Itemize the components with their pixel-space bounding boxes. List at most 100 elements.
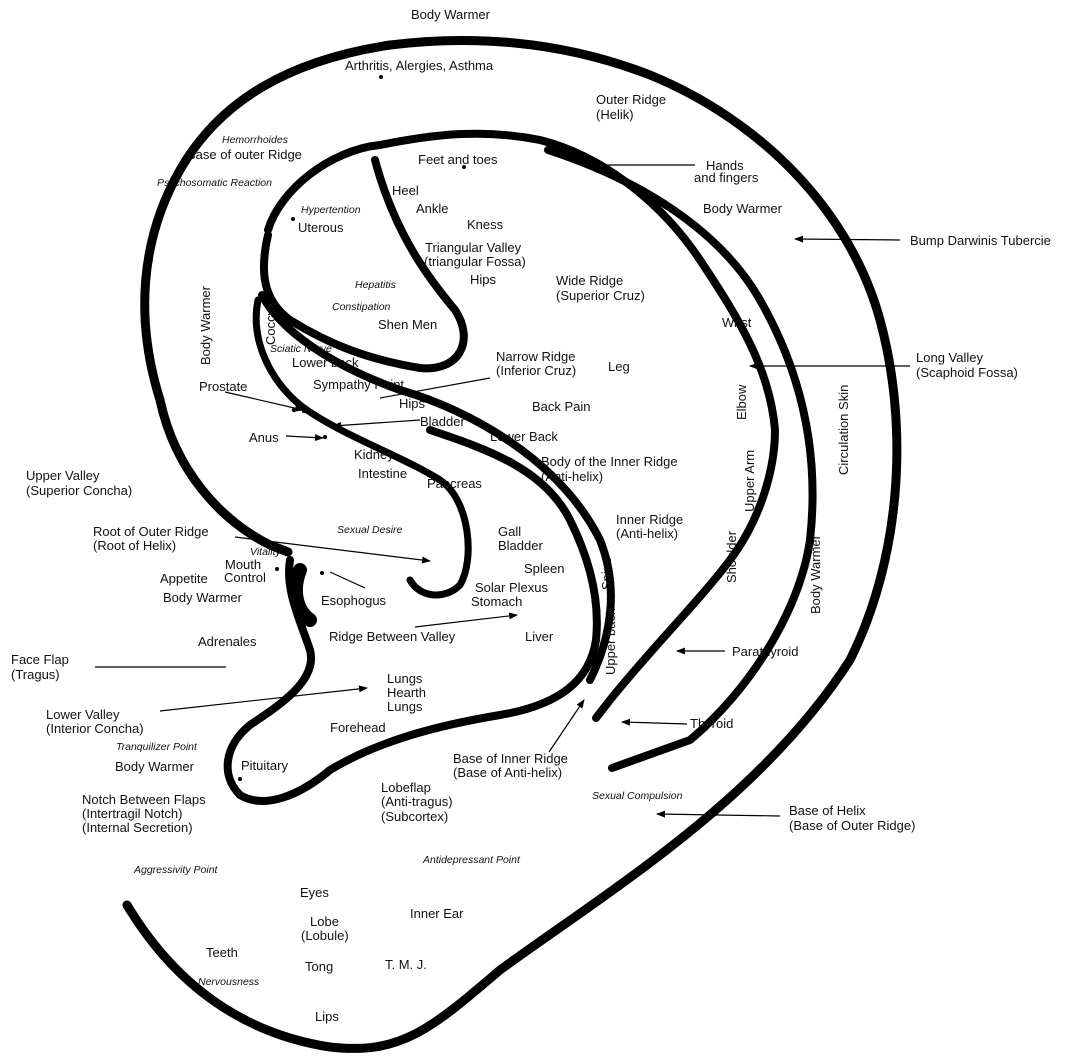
- label-spleen: Spleen: [524, 561, 564, 576]
- label-aggressivity: Aggressivity Point: [133, 864, 219, 876]
- label-triangular-valley: Triangular Valley: [425, 240, 522, 255]
- label-notch: Notch Between Flaps: [82, 792, 206, 807]
- label-lobeflap: Lobeflap: [381, 780, 431, 795]
- label-feet-toes: Feet and toes: [418, 152, 498, 167]
- label-tmj: T. M. J.: [385, 957, 427, 972]
- label-inner-ear: Inner Ear: [410, 906, 464, 921]
- antitragus-stroke: [296, 570, 310, 620]
- label-body-warmer-vertical-right: Body Warmer: [808, 534, 823, 614]
- label-eyes: Eyes: [300, 885, 329, 900]
- label-outer-ridge-sub: (Helik): [596, 107, 634, 122]
- label-esophogus: Esophogus: [321, 593, 387, 608]
- label-spine: Spine: [599, 557, 614, 590]
- label-tong: Tong: [305, 959, 333, 974]
- label-lobeflap-sub2: (Subcortex): [381, 809, 448, 824]
- label-inner-ridge-sub: (Anti-helix): [616, 526, 678, 541]
- label-upper-valley: Upper Valley: [26, 468, 100, 483]
- label-lower-valley: Lower Valley: [46, 707, 120, 722]
- label-kness: Kness: [467, 217, 504, 232]
- label-and-fingers: and fingers: [694, 170, 759, 185]
- label-parathyroid: Parathyroid: [732, 644, 798, 659]
- label-shen-men: Shen Men: [378, 317, 437, 332]
- label-arthritis: Arthritis, Alergies, Asthma: [345, 58, 494, 73]
- label-hemorrhoides: Hemorrhoides: [222, 134, 289, 146]
- tragus-rim-stroke: [228, 430, 597, 801]
- label-hypertention: Hypertention: [301, 204, 361, 216]
- label-base-outer-ridge: Base of outer Ridge: [187, 147, 302, 162]
- label-notch-sub1: (Intertragil Notch): [82, 806, 182, 821]
- label-lobe-sub: (Lobule): [301, 928, 349, 943]
- label-sympathy: Sympathy Point: [313, 377, 404, 392]
- label-bladder: Bladder: [420, 414, 465, 429]
- label-base-helix-sub: (Base of Outer Ridge): [789, 818, 915, 833]
- label-face-flap-sub: (Tragus): [11, 667, 60, 682]
- label-base-helix: Base of Helix: [789, 803, 866, 818]
- label-hepatitis: Hepatitis: [355, 279, 397, 291]
- label-triangular-fossa: (triangular Fossa): [424, 254, 526, 269]
- label-face-flap: Face Flap: [11, 652, 69, 667]
- label-outer-ridge: Outer Ridge: [596, 92, 666, 107]
- label-circulation: Circulation Skin: [836, 385, 851, 475]
- label-liver: Liver: [525, 629, 554, 644]
- label-long-valley-sub: (Scaphoid Fossa): [916, 365, 1018, 380]
- label-body-warmer-top: Body Warmer: [411, 7, 491, 22]
- label-ankle: Ankle: [416, 201, 449, 216]
- label-shoulder: Shoulder: [724, 530, 739, 583]
- label-base-inner-ridge-sub: (Base of Anti-helix): [453, 765, 562, 780]
- label-tranquilizer: Tranquilizer Point: [116, 741, 198, 753]
- label-body-warmer-vertical: Body Warmer: [198, 285, 213, 365]
- label-pituitary: Pituitary: [241, 758, 288, 773]
- label-nervousness: Nervousness: [198, 976, 260, 988]
- label-lips: Lips: [315, 1009, 339, 1024]
- label-intestine: Intestine: [358, 466, 407, 481]
- label-body-warmer-right: Body Warmer: [703, 201, 783, 216]
- label-body-warmer-lower: Body Warmer: [115, 759, 195, 774]
- label-gall-bladder: Bladder: [498, 538, 543, 553]
- label-lower-valley-sub: (Interior Concha): [46, 721, 144, 736]
- label-uterous: Uterous: [298, 220, 344, 235]
- label-sciatic: Sciatic Nerve: [270, 343, 332, 355]
- label-upper-valley-sub: (Superior Concha): [26, 483, 132, 498]
- label-ridge-between: Ridge Between Valley: [329, 629, 456, 644]
- label-lower-back-upper: Lower back: [292, 355, 359, 370]
- label-leg: Leg: [608, 359, 630, 374]
- label-lower-back: Lower Back: [490, 429, 558, 444]
- label-body-inner-ridge: Body of the Inner Ridge: [541, 454, 678, 469]
- label-darwin: Bump Darwinis Tubercie: [910, 233, 1051, 248]
- label-teeth: Teeth: [206, 945, 238, 960]
- label-gall: Gall: [498, 524, 521, 539]
- label-constipation: Constipation: [332, 301, 391, 313]
- label-hips-lower: Hips: [399, 396, 426, 411]
- label-thyroid: Thyroid: [690, 716, 733, 731]
- label-sexual-desire: Sexual Desire: [337, 524, 403, 536]
- label-wide-ridge: Wide Ridge: [556, 273, 623, 288]
- label-elbow: Elbow: [734, 384, 749, 420]
- label-body-warmer-left: Body Warmer: [163, 590, 243, 605]
- label-control: Control: [224, 570, 266, 585]
- label-solar-plexus: Solar Plexus: [475, 580, 548, 595]
- label-anus: Anus: [249, 430, 279, 445]
- label-psychosomatic: Psychosomatic Reaction: [157, 177, 272, 189]
- label-narrow-ridge-sub: (Inferior Cruz): [496, 363, 576, 378]
- label-hearth: Hearth: [387, 685, 426, 700]
- label-base-inner-ridge: Base of Inner Ridge: [453, 751, 568, 766]
- label-narrow-ridge: Narrow Ridge: [496, 349, 575, 364]
- label-adrenales: Adrenales: [198, 634, 257, 649]
- label-sexual-compulsion: Sexual Compulsion: [592, 790, 683, 802]
- label-lungs-2: Lungs: [387, 699, 423, 714]
- label-notch-sub2: (Internal Secretion): [82, 820, 193, 835]
- label-hips-upper: Hips: [470, 272, 497, 287]
- label-long-valley: Long Valley: [916, 350, 983, 365]
- label-upper-arm: Upper Arm: [742, 450, 757, 512]
- label-wide-ridge-sub: (Superior Cruz): [556, 288, 645, 303]
- label-inner-ridge: Inner Ridge: [616, 512, 683, 527]
- label-forehead: Forehead: [330, 720, 386, 735]
- label-back-pain: Back Pain: [532, 399, 591, 414]
- label-pancreas: Pancreas: [427, 476, 482, 491]
- label-root-outer-ridge: Root of Outer Ridge: [93, 524, 209, 539]
- label-antidepressant: Antidepressant Point: [422, 854, 521, 866]
- label-lungs-1: Lungs: [387, 671, 423, 686]
- label-appetite: Appetite: [160, 571, 208, 586]
- label-body-inner-ridge-sub: (Anti-helix): [541, 469, 603, 484]
